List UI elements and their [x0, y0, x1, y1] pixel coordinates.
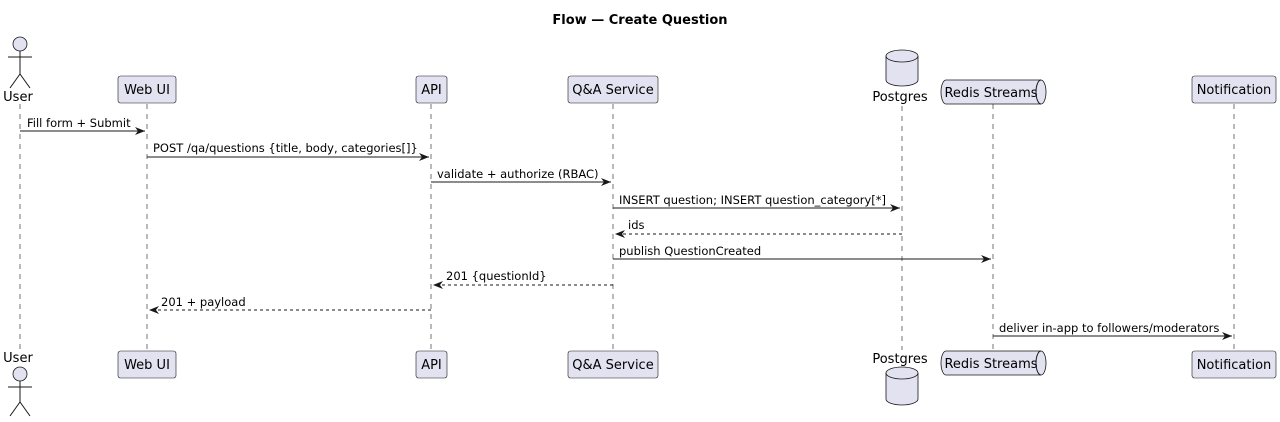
actor-icon [8, 366, 32, 417]
lifelines [19, 104, 1235, 352]
actor-user-top: User [3, 36, 33, 105]
participant-web-ui-bottom: Web UI [117, 350, 177, 379]
participant-notification-bottom: Notification [1191, 350, 1277, 379]
participant-label-api: API [421, 358, 442, 373]
messages: Fill form + Submit POST /qa/questions {t… [20, 116, 1232, 340]
message-fill-form-submit: Fill form + Submit [20, 116, 145, 135]
participant-web-ui-top: Web UI [117, 75, 177, 104]
participant-label-qa-service: Q&A Service [572, 83, 653, 98]
message-validate-authorize: validate + authorize (RBAC) [431, 167, 611, 186]
participants-top: User Web UI API Q&A Service Postgres Red… [3, 36, 1277, 105]
participant-label-postgres: Postgres [872, 90, 928, 105]
actor-user-bottom: User [3, 351, 33, 417]
database-icon [885, 366, 919, 406]
message-label: ids [628, 218, 645, 232]
queue-redis-streams-top: Redis Streams [940, 79, 1047, 105]
message-post-qa-questions: POST /qa/questions {title, body, categor… [147, 141, 429, 161]
participant-api-bottom: API [415, 350, 448, 379]
message-ids-return: ids [615, 218, 902, 238]
actor-icon [8, 36, 32, 89]
participant-label-web-ui: Web UI [124, 83, 170, 98]
message-label: publish QuestionCreated [619, 244, 761, 258]
diagram-title: Flow — Create Question [552, 13, 727, 28]
participant-label-user: User [3, 90, 33, 105]
message-label: INSERT question; INSERT question_categor… [619, 193, 886, 207]
message-label: validate + authorize (RBAC) [437, 167, 599, 181]
message-label: 201 {questionId} [446, 269, 547, 283]
message-deliver-in-app: deliver in-app to followers/moderators [993, 321, 1232, 340]
database-postgres-bottom: Postgres [872, 352, 928, 406]
message-label: deliver in-app to followers/moderators [999, 321, 1219, 335]
participant-label-notification: Notification [1197, 83, 1272, 98]
message-insert-question: INSERT question; INSERT question_categor… [613, 193, 900, 212]
participant-api-top: API [415, 75, 448, 104]
participants-bottom: User Web UI API Q&A Service Postgres [3, 350, 1277, 417]
participant-label-postgres: Postgres [872, 352, 928, 367]
participant-label-notification: Notification [1197, 358, 1272, 373]
message-201-payload: 201 + payload [149, 295, 431, 314]
message-201-question-id: 201 {questionId} [433, 269, 613, 289]
message-publish-question-created: publish QuestionCreated [613, 244, 991, 263]
participant-qa-service-bottom: Q&A Service [567, 350, 659, 379]
participant-label-user: User [3, 351, 33, 366]
participant-notification-top: Notification [1191, 75, 1277, 104]
database-icon [885, 49, 919, 87]
participant-label-redis-streams: Redis Streams [944, 86, 1037, 101]
message-label: POST /qa/questions {title, body, categor… [153, 141, 418, 155]
message-label: 201 + payload [161, 295, 246, 309]
database-postgres-top: Postgres [872, 49, 928, 105]
participant-label-redis-streams: Redis Streams [944, 357, 1037, 372]
queue-redis-streams-bottom: Redis Streams [940, 350, 1047, 376]
message-label: Fill form + Submit [27, 116, 131, 130]
participant-label-qa-service: Q&A Service [572, 358, 653, 373]
participant-label-api: API [421, 83, 442, 98]
participant-label-web-ui: Web UI [124, 358, 170, 373]
participant-qa-service-top: Q&A Service [567, 75, 659, 104]
